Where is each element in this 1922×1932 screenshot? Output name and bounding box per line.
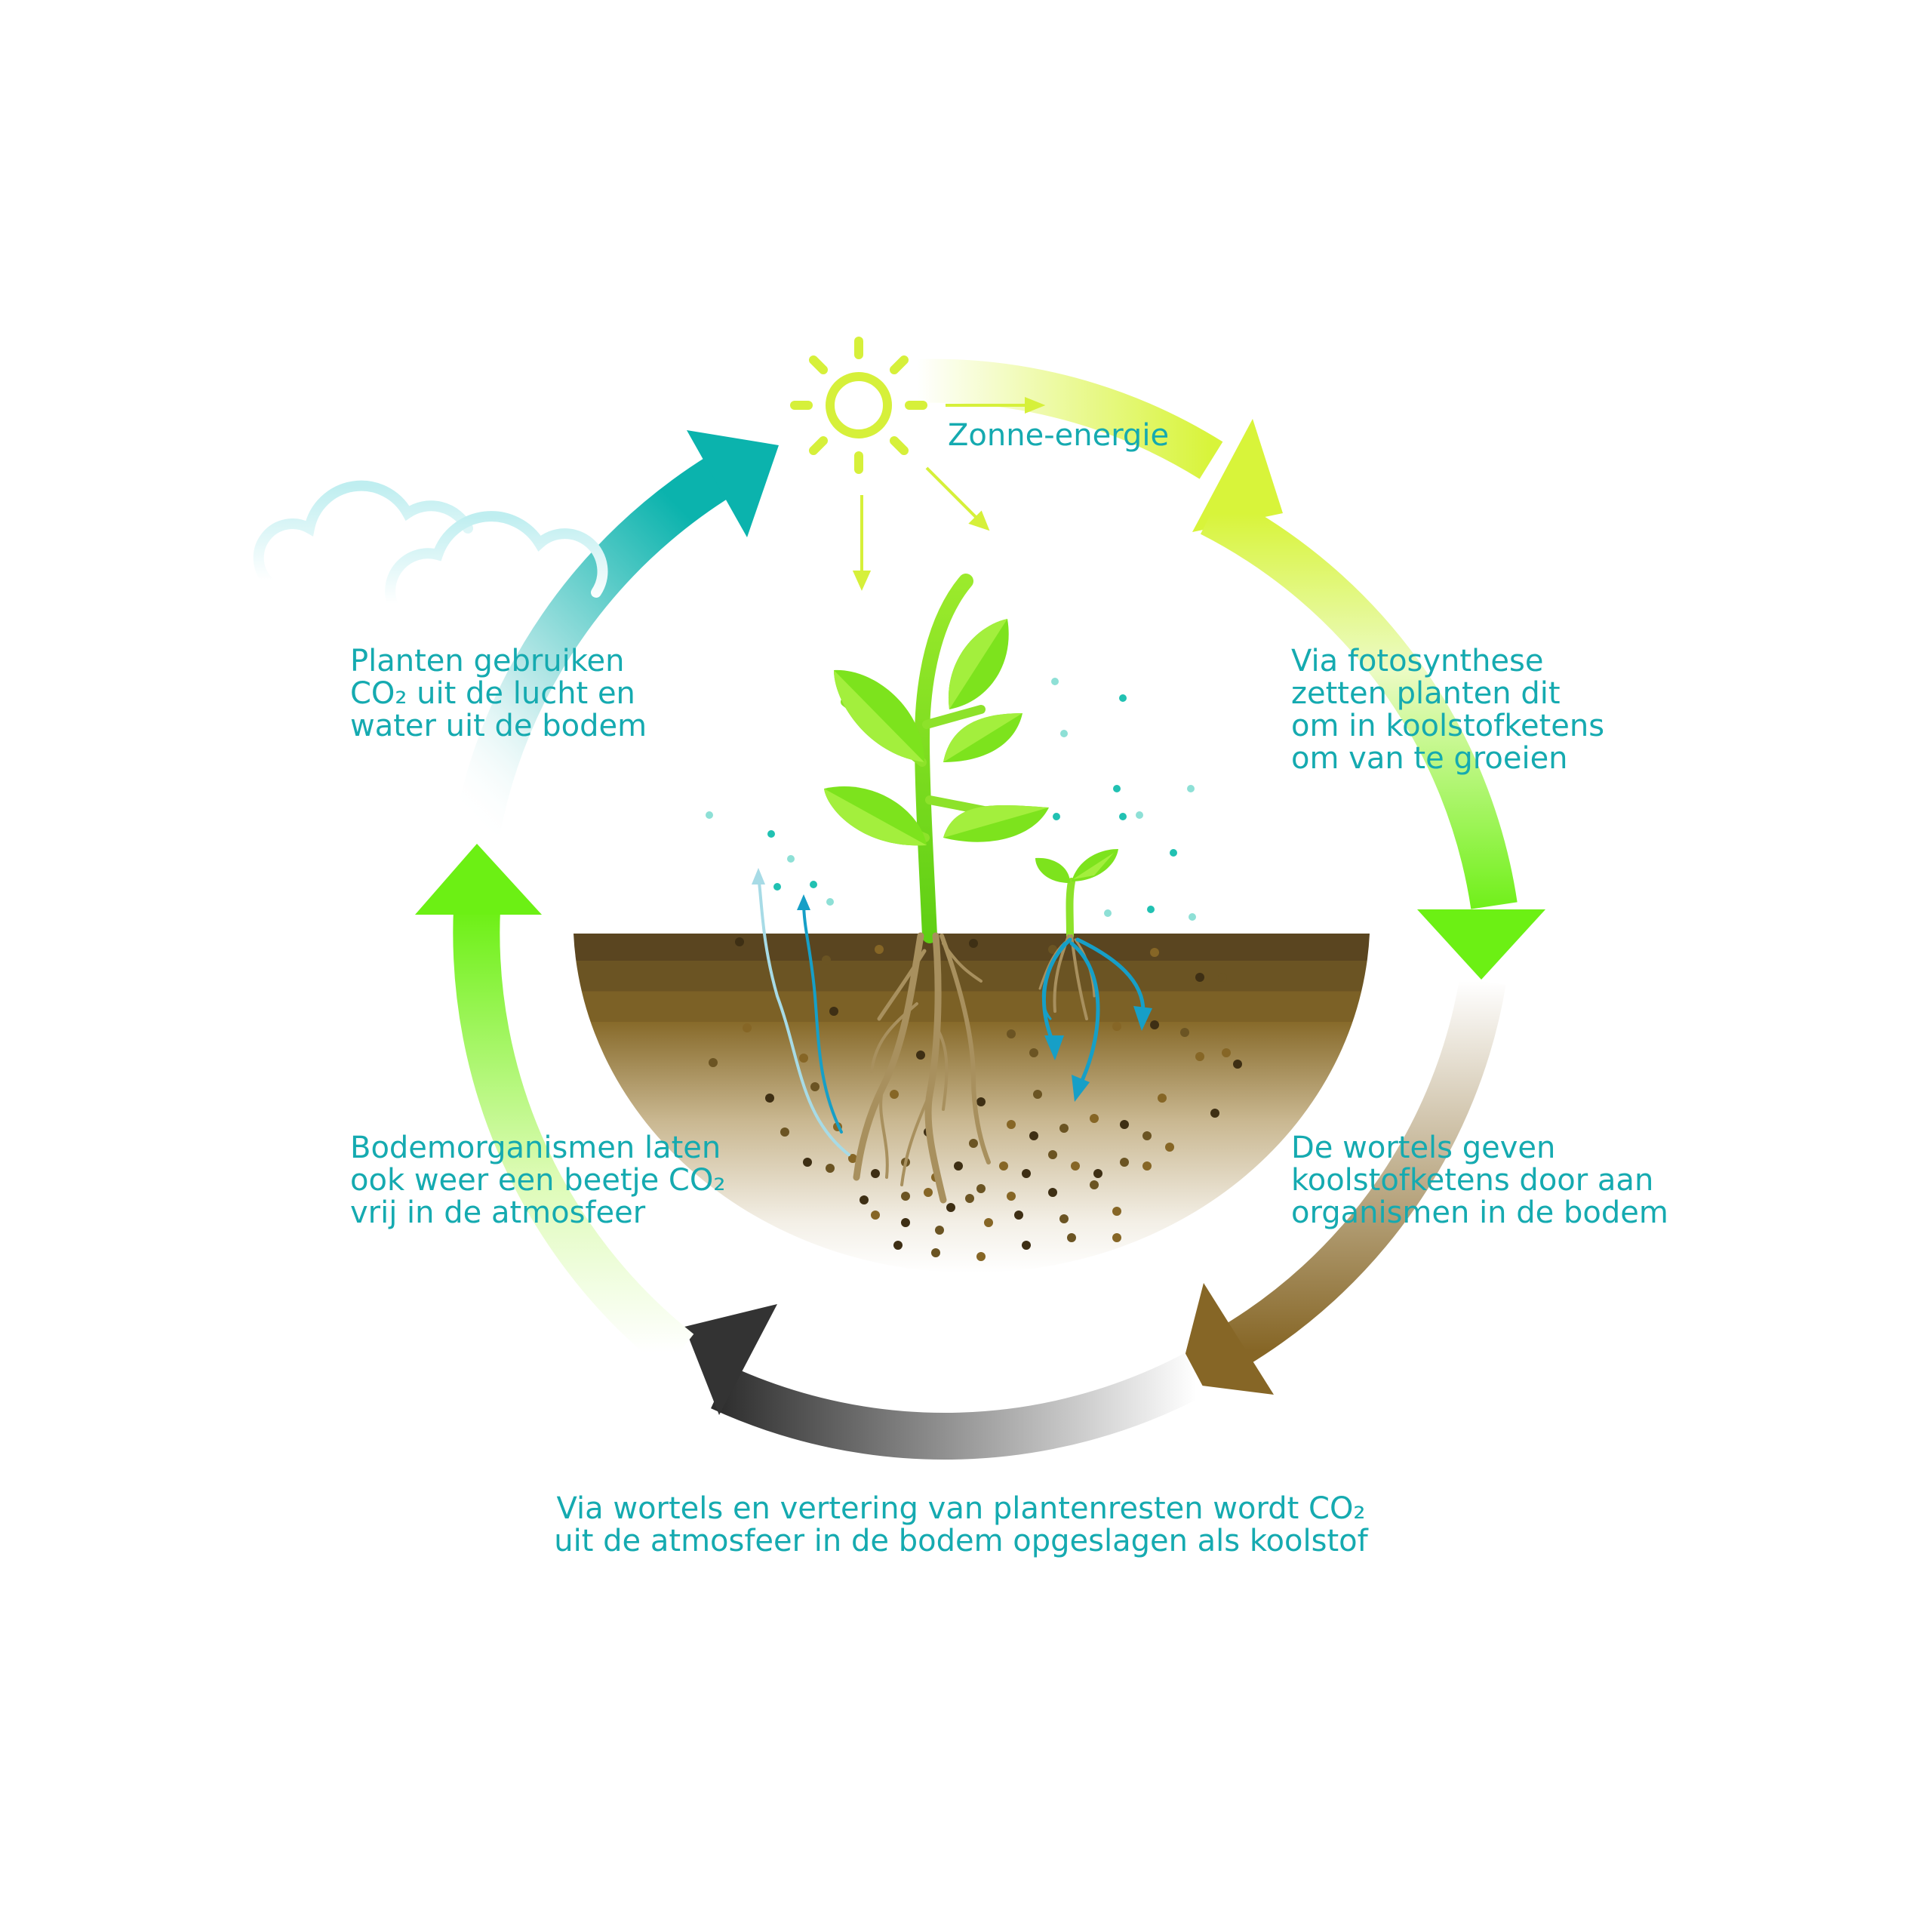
label-line: vrij in de atmosfeer [350,1195,646,1230]
cycle-arrowhead-top-left [687,430,779,537]
label-line: uit de atmosfeer in de bodem opgeslagen … [554,1524,1368,1558]
plant-icon [824,574,1049,943]
label-bottom: Via wortels en vertering van plantenrest… [0,1493,1922,1558]
cycle-arrowhead-left [415,844,542,915]
soil-icon [574,934,1370,1273]
label-line: om in koolstofketens [1291,709,1605,743]
cycle-arrowhead-top-right [1192,419,1283,532]
cycle-arrow-right [1200,492,1518,909]
cycle-arrow-top-left [454,455,733,835]
label-line: water uit de bodem [350,709,647,743]
cycle-arrow-bottom [711,1352,1207,1460]
root-icon [853,932,1096,1204]
label-line: organismen in de bodem [1291,1195,1668,1230]
cycle-arrowhead-bottom [684,1304,777,1415]
cycle-arrowhead-right [1417,909,1545,980]
label-top-right: Via fotosynthese zetten planten dit om i… [1291,645,1604,775]
seedling-icon [1035,849,1118,940]
cycle-arrow-top-right [916,358,1223,479]
label-line: De wortels geven [1291,1131,1556,1165]
label-line: zetten planten dit [1291,676,1561,711]
air-particles [706,678,1196,921]
label-line: koolstofketens door aan [1291,1163,1654,1198]
cycle-arrowhead-bottom-right [1178,1283,1274,1395]
water-flow-arrows [752,868,1152,1156]
sun-icon [790,337,927,474]
label-line: om van te groeien [1291,741,1568,776]
label-line: CO₂ uit de lucht en [350,676,635,711]
label-line: Via wortels en vertering van plantenrest… [556,1491,1366,1526]
label-top-left: Planten gebruiken CO₂ uit de lucht en wa… [350,645,647,743]
sun-ray-arrows [852,397,1046,591]
cloud-icon [253,480,608,609]
label-line: Planten gebruiken [350,644,625,678]
label-line: Via fotosynthese [1291,644,1544,678]
cycle-arrow-bottom-right [1214,977,1506,1371]
label-line: ook weer een beetje CO₂ [350,1163,726,1198]
label-bottom-left: Bodemorganismen laten ook weer een beetj… [350,1132,725,1229]
cycle-arrow-left [453,908,694,1371]
label-bottom-right: De wortels geven koolstofketens door aan… [1291,1132,1668,1229]
label-line: Bodemorganismen laten [350,1131,721,1165]
sun-energy-label: Zonne-energie [948,418,1170,453]
